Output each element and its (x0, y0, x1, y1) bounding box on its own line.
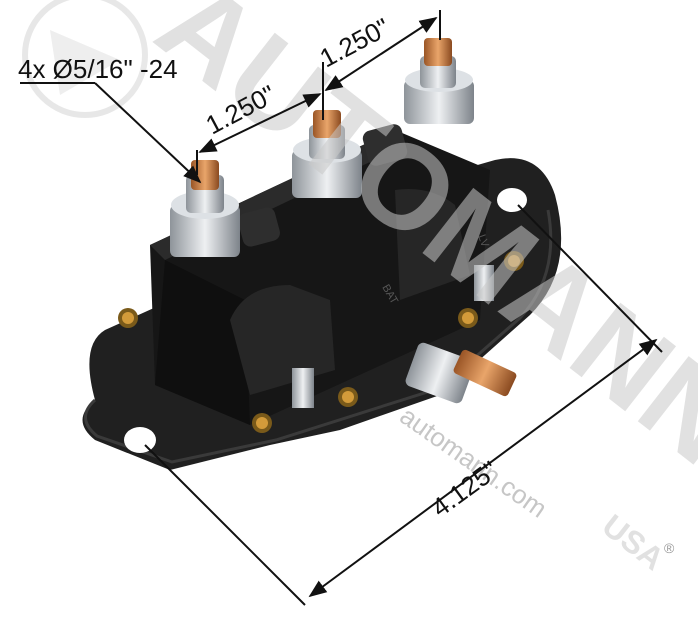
mounting-hole-left (124, 427, 156, 453)
terminal-post-left (170, 160, 240, 257)
push-button (362, 124, 408, 166)
watermark-suffix: USA (596, 507, 671, 577)
registered-mark: ® (664, 540, 675, 556)
spade-terminals (292, 265, 494, 408)
lv-label: LV (475, 233, 491, 250)
watermark-url: automann.com (395, 400, 553, 523)
watermark-logo-icon (22, 0, 148, 118)
thread-spec-label: 4x Ø5/16" -24 (18, 54, 178, 84)
thread-callout: 4x Ø5/16" -24 (18, 54, 202, 184)
